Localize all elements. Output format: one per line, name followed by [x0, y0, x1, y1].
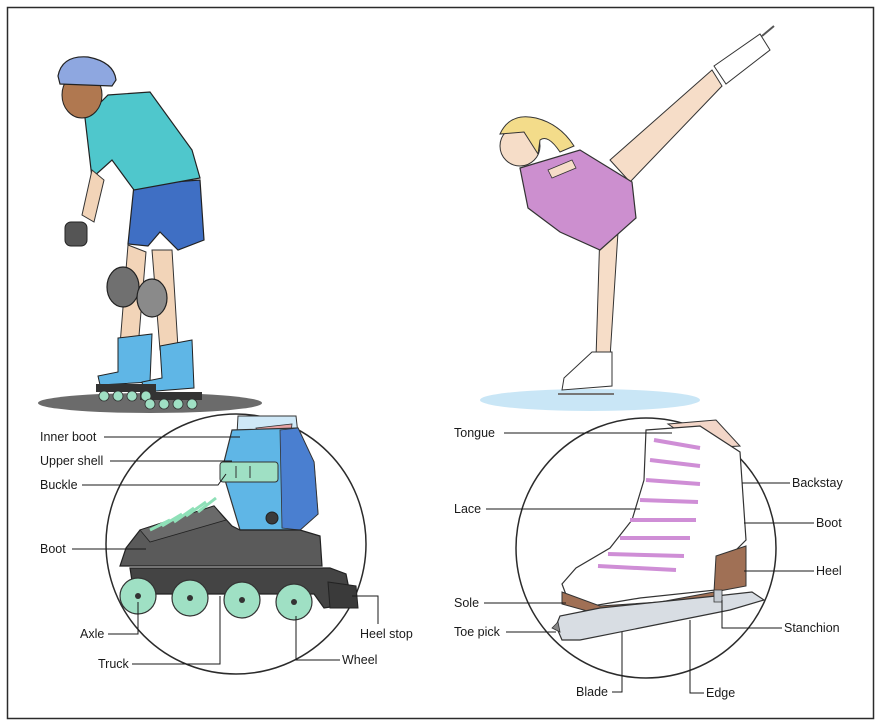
- label-heel: Heel: [816, 564, 842, 578]
- label-inner-boot: Inner boot: [40, 430, 97, 444]
- label-toe-pick: Toe pick: [454, 625, 501, 639]
- wheels: [119, 577, 313, 621]
- label-tongue: Tongue: [454, 426, 495, 440]
- label-lace: Lace: [454, 502, 481, 516]
- blade: [555, 591, 766, 641]
- raised-skate: [713, 33, 771, 85]
- label-axle: Axle: [80, 627, 104, 641]
- laces: [597, 438, 701, 572]
- label-buckle: Buckle: [40, 478, 78, 492]
- label-backstay: Backstay: [792, 476, 843, 490]
- small-inline-skates: [96, 333, 202, 410]
- label-wheel: Wheel: [342, 653, 377, 667]
- hair: [499, 116, 575, 156]
- heel-stop: [327, 581, 359, 609]
- ice-shadow: [480, 389, 700, 411]
- label-upper-shell: Upper shell: [40, 454, 103, 468]
- label-heel-stop: Heel stop: [360, 627, 413, 641]
- label-blade: Blade: [576, 685, 608, 699]
- label-boot-figure: Boot: [816, 516, 842, 530]
- helmet: [57, 56, 117, 87]
- heel: [713, 545, 747, 593]
- stanchion: [713, 589, 723, 603]
- standing-skate: [561, 351, 613, 391]
- label-edge: Edge: [706, 686, 735, 700]
- figure-skater-illustration: [480, 25, 775, 411]
- label-truck: Truck: [98, 657, 130, 671]
- label-stanchion: Stanchion: [784, 621, 840, 635]
- glove: [64, 221, 88, 247]
- buckle: [219, 461, 279, 483]
- figure-skate-detail: Tongue Lace Sole Toe pick Blade Edge Bac…: [454, 417, 843, 700]
- label-sole: Sole: [454, 596, 479, 610]
- inline-skater-illustration: [38, 56, 262, 413]
- inline-skate-detail: Inner boot Upper shell Buckle Boot Axle …: [40, 413, 413, 675]
- label-boot-inline: Boot: [40, 542, 66, 556]
- toe-pick: [551, 621, 561, 633]
